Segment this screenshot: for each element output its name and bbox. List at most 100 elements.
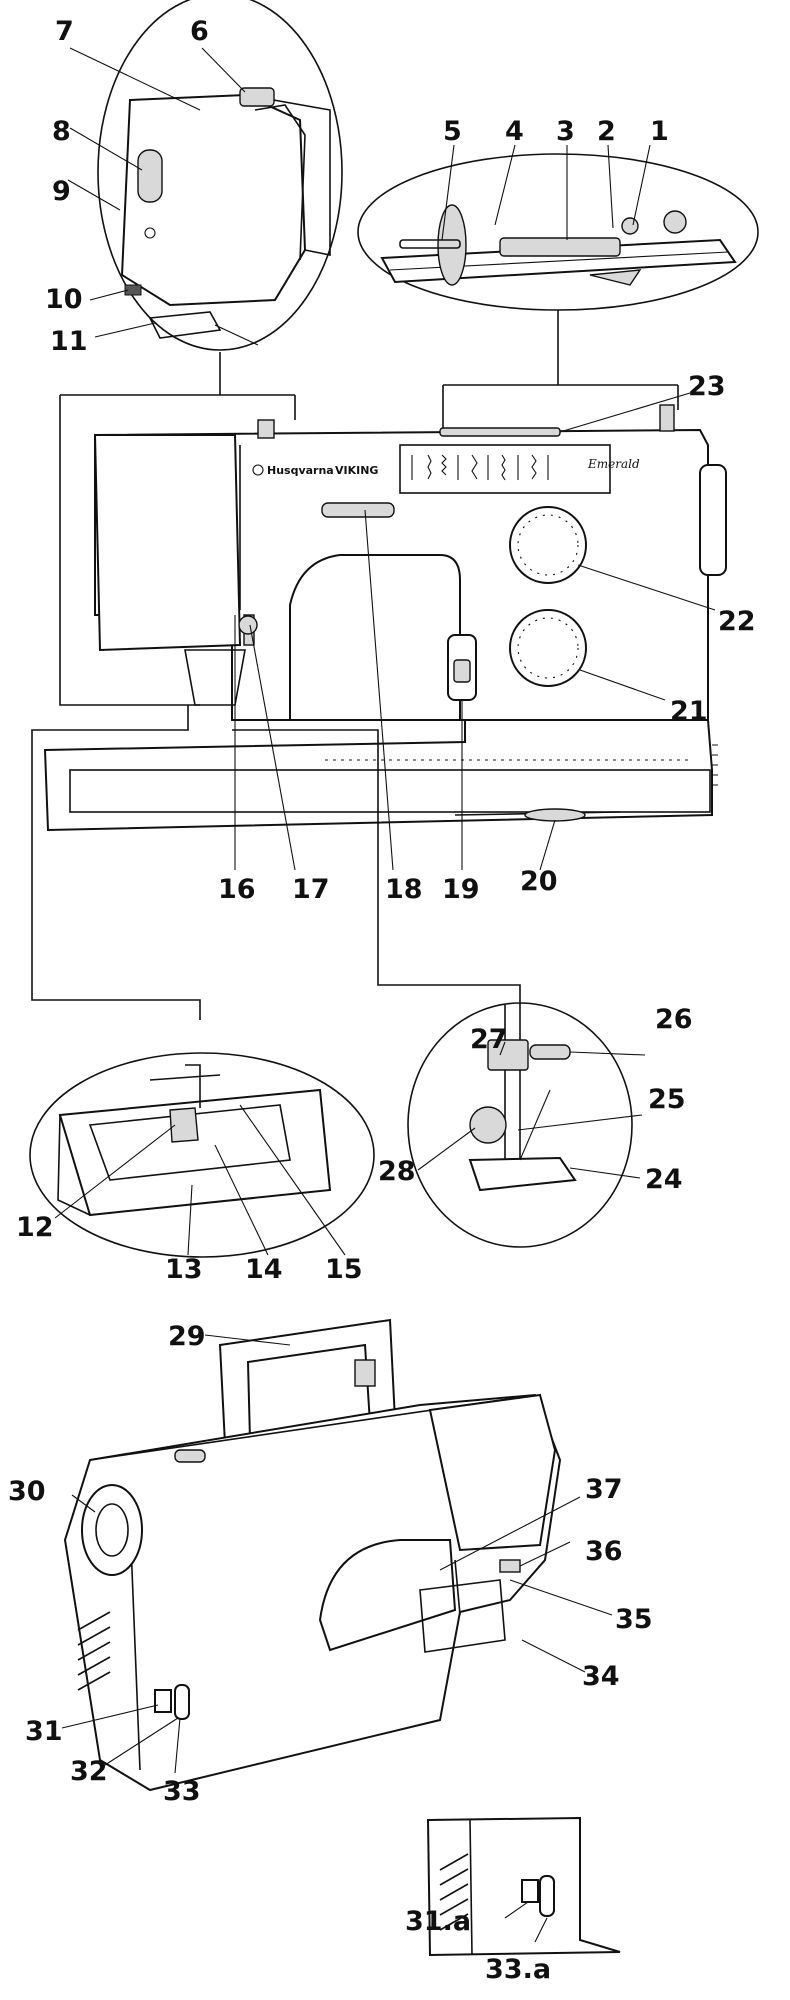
callout-35: 35	[615, 1604, 653, 1635]
callout-11: 11	[50, 326, 88, 357]
stitch-chart-panel	[399, 444, 611, 494]
inset-power-switch	[521, 1879, 539, 1903]
callout-27: 27	[470, 1024, 508, 1055]
brand-logo-text: Husqvarna	[267, 464, 334, 477]
rear-needle	[454, 1559, 461, 1616]
head-band	[254, 104, 306, 261]
callout-37: 37	[585, 1474, 623, 1505]
needle-plate	[88, 1104, 291, 1181]
callout-31: 31	[25, 1716, 63, 1747]
callout-33: 33	[163, 1776, 201, 1807]
zoom-head-side	[97, 0, 343, 351]
inset-power-variant	[426, 1816, 621, 1957]
presser-foot-screw-knob	[469, 1106, 507, 1144]
feed-dogs	[169, 1107, 199, 1143]
callout-1: 1	[650, 116, 669, 147]
zoom-ellipse-foot	[407, 1002, 633, 1248]
stitch-selector-dial-ticks	[517, 514, 579, 576]
pressure-slot	[589, 269, 642, 286]
callout-20: 20	[520, 866, 558, 897]
presser-foot-zoom	[468, 1156, 577, 1192]
stitch-chart-symbols	[411, 454, 549, 481]
callout-14: 14	[245, 1254, 283, 1285]
bobbin-thread-window	[137, 149, 163, 203]
rear-head-right	[428, 1393, 557, 1552]
power-socket	[174, 1684, 190, 1720]
handwheel	[699, 464, 727, 576]
callout-31a: 31.a	[405, 1906, 471, 1937]
thread-guide-top	[239, 87, 275, 107]
rear-vents	[77, 1611, 111, 1691]
callout-15: 15	[325, 1254, 363, 1285]
callout-7: 7	[55, 16, 74, 47]
spool-disc	[437, 204, 467, 286]
leader-22	[577, 564, 716, 611]
connector-head	[59, 352, 296, 706]
leader-23	[559, 392, 691, 433]
cover-screw	[144, 227, 156, 239]
callout-34: 34	[582, 1661, 620, 1692]
power-cord-socket-front	[524, 808, 586, 822]
presser-foot-plate-zoom	[149, 1064, 221, 1108]
bobbin-winder-track	[499, 237, 621, 257]
zoom-ellipse-head	[97, 0, 343, 351]
leader-17	[249, 624, 296, 871]
needle-clamp-zoom	[487, 1039, 529, 1071]
free-arm-box	[69, 769, 711, 813]
callout-19: 19	[442, 874, 480, 905]
connector-top	[442, 310, 679, 428]
thread-cutter-rear	[499, 1559, 521, 1573]
stitch-selector-dial	[509, 506, 587, 584]
needle-bar	[504, 1005, 521, 1175]
side-ribs	[712, 744, 718, 786]
inset-edge	[469, 1819, 473, 1956]
machine-front: Husqvarna VIKING Emerald	[31, 310, 727, 1020]
callout-3: 3	[556, 116, 575, 147]
reverse-button-lever	[453, 659, 471, 683]
callout-labels: 1 2 3 4 5 6 7 8 9 10 11 12 13 14 15 16 1…	[8, 16, 756, 1985]
callout-22: 22	[718, 606, 756, 637]
thread-tension-knob-small	[238, 615, 258, 635]
rear-spool-pin	[174, 1449, 206, 1463]
top-spool-pin	[257, 419, 275, 439]
callout-18: 18	[385, 874, 423, 905]
machine-head-panel	[93, 434, 242, 652]
presser-foot-small	[148, 311, 222, 339]
rear-arm-opening	[318, 1539, 457, 1652]
callout-28: 28	[378, 1156, 416, 1187]
leader-20	[539, 819, 556, 871]
connector-needle-plate	[31, 705, 201, 1020]
callout-16: 16	[218, 874, 256, 905]
callout-32: 32	[70, 1756, 108, 1787]
winder-spindle	[663, 210, 687, 234]
needle-thread-small	[214, 324, 259, 346]
callout-12: 12	[16, 1212, 54, 1243]
extension-edge	[57, 1114, 91, 1216]
leader-18	[364, 509, 394, 871]
callout-13: 13	[165, 1254, 203, 1285]
callout-26: 26	[655, 1004, 693, 1035]
callout-21: 21	[670, 696, 708, 727]
rear-needle-plate	[419, 1579, 506, 1653]
callout-8: 8	[52, 116, 71, 147]
brand-model-text: VIKING	[335, 464, 378, 477]
callout-30: 30	[8, 1476, 46, 1507]
callout-29: 29	[168, 1321, 206, 1352]
inset-vents	[439, 1853, 469, 1931]
rear-handwheel-hub	[95, 1503, 129, 1557]
machine-rear-view	[63, 1318, 562, 1792]
stitch-length-dial-ticks	[517, 617, 579, 679]
top-cover-main	[439, 427, 561, 437]
callout-24: 24	[645, 1164, 683, 1195]
series-script-text: Emerald	[587, 457, 640, 471]
power-switch	[154, 1689, 172, 1713]
zoom-needle-plate	[29, 1052, 375, 1258]
thread-cutter-small	[124, 284, 142, 296]
zoom-presser-foot	[407, 1002, 633, 1248]
callout-6: 6	[190, 16, 209, 47]
zoom-ellipse-top	[357, 153, 759, 311]
leader-21	[579, 669, 666, 701]
stitch-width-slider	[321, 502, 395, 518]
